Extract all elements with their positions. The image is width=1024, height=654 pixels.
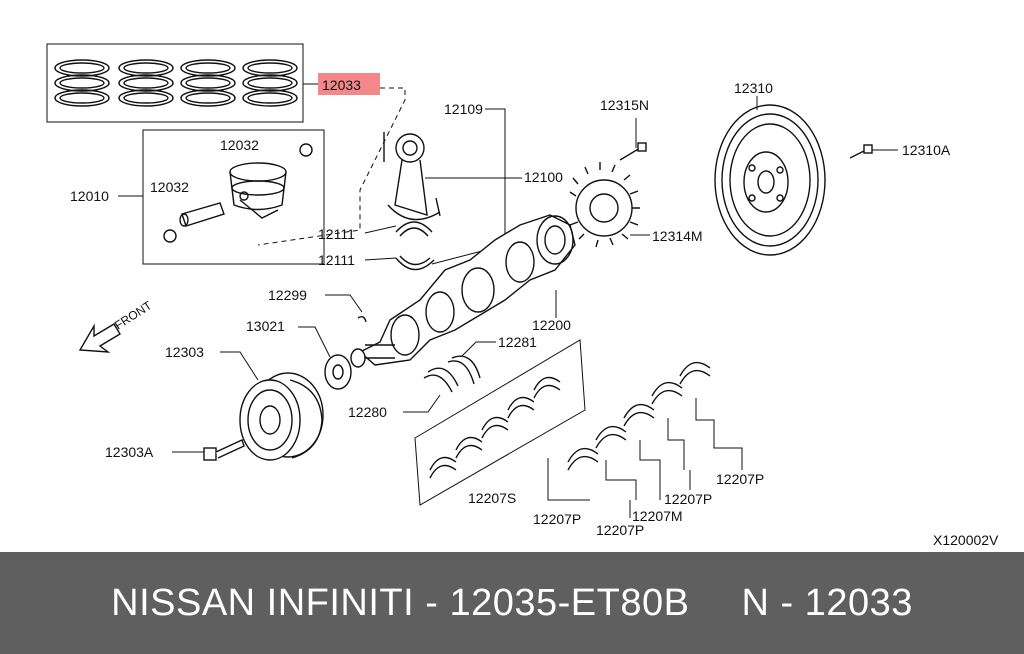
label-12033[interactable]: 12033 <box>322 77 361 93</box>
bolt-12303A <box>203 439 245 461</box>
label-12207M[interactable]: 12207M <box>632 508 683 524</box>
sprocket-13021 <box>324 348 366 390</box>
label-12310A[interactable]: 12310A <box>902 142 951 158</box>
crankshaft <box>358 214 576 366</box>
label-12010[interactable]: 12010 <box>70 188 109 204</box>
label-13021[interactable]: 13021 <box>246 318 285 334</box>
label-12109[interactable]: 12109 <box>444 101 483 117</box>
label-12280[interactable]: 12280 <box>348 404 387 420</box>
thrust-bearings <box>423 355 481 393</box>
label-12207P-left[interactable]: 12207P <box>533 511 581 527</box>
label-12303A[interactable]: 12303A <box>105 444 154 460</box>
label-12111-lower[interactable]: 12111 <box>318 252 355 268</box>
crank-pulley <box>239 372 324 461</box>
front-arrow-icon: FRONT <box>78 298 155 353</box>
key-12299 <box>357 315 367 323</box>
highlight-12033 <box>318 73 380 95</box>
connecting-rod <box>383 132 441 271</box>
crankshaft-parts-diagram: 12033 <box>46 43 999 548</box>
crank-sprocket <box>569 162 640 248</box>
label-12315N[interactable]: 12315N <box>600 97 649 113</box>
footer-diagram-ref: N - 12033 <box>741 581 913 624</box>
part-labels: 12109 12315N 12310 12310A 12032 12032 12… <box>70 80 999 548</box>
label-12111-upper[interactable]: 12111 <box>318 226 355 242</box>
part-number-footer: NISSAN INFINITI - 12035-ET80B N - 12033 <box>0 552 1024 654</box>
label-12314M[interactable]: 12314M <box>652 228 703 244</box>
bolt-12315N <box>619 142 647 161</box>
label-12207P-right[interactable]: 12207P <box>716 471 764 487</box>
piston-rings-set <box>46 43 318 123</box>
main-bearing-set <box>414 339 586 506</box>
diagram-code: X120002V <box>933 532 999 548</box>
label-12032-side[interactable]: 12032 <box>150 179 189 195</box>
label-12303[interactable]: 12303 <box>165 344 204 360</box>
footer-brand-part: NISSAN INFINITI - 12035-ET80B <box>111 581 690 624</box>
label-12299[interactable]: 12299 <box>268 287 307 303</box>
label-12200[interactable]: 12200 <box>532 317 571 333</box>
main-bearings-individual <box>547 361 743 518</box>
label-12310[interactable]: 12310 <box>734 80 773 96</box>
label-12207S[interactable]: 12207S <box>468 490 516 506</box>
flywheel <box>714 104 826 256</box>
label-12207P-bottom[interactable]: 12207P <box>596 522 644 538</box>
label-12207P-mid[interactable]: 12207P <box>664 491 712 507</box>
piston-assembly <box>142 129 325 265</box>
bolt-12310A <box>849 144 873 159</box>
label-front: FRONT <box>112 298 155 333</box>
label-12100[interactable]: 12100 <box>524 169 563 185</box>
label-12281[interactable]: 12281 <box>498 334 537 350</box>
label-12032-top[interactable]: 12032 <box>220 137 259 153</box>
